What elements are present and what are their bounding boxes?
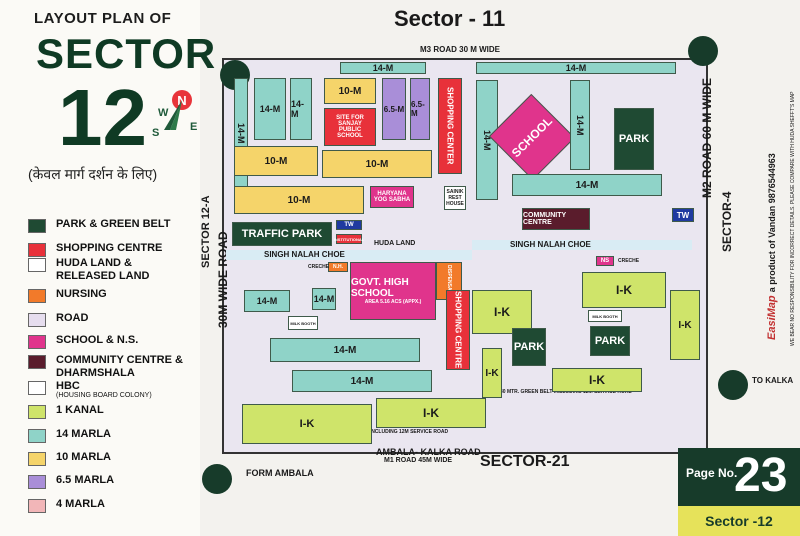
sanjay-school-site: SITE FOR SANJAY PUBLIC SCHOOL	[324, 108, 376, 146]
subtitle: (केवल मार्ग दर्शन के लिए)	[28, 166, 158, 182]
sector-top-label: Sector - 11	[394, 6, 506, 31]
sector-left-label: SECTOR 12-A	[200, 195, 212, 268]
page-sector: Sector -12	[678, 506, 800, 536]
svg-text:E: E	[190, 121, 197, 133]
community-centre: COMMUNITY CENTRE	[522, 208, 590, 230]
roundabout-ne	[688, 36, 718, 66]
shopping-center: SHOPPING CENTER	[438, 78, 462, 174]
block-14m: 14-M	[340, 62, 426, 74]
nursing-home: N.H.	[328, 262, 348, 272]
block-14m: 14-M	[570, 80, 590, 170]
block-14m: 14-M	[270, 338, 420, 362]
roundabout-sw	[202, 464, 232, 494]
choe-label-2: SINGH NALAH CHOE	[510, 240, 591, 249]
green-belt-label-1: 30 MTR. GREEN BELT INCLUDING 12M SERVICE…	[316, 429, 449, 435]
svg-text:N: N	[177, 93, 186, 108]
block-1k: I-K	[670, 290, 700, 360]
green-belt-label-2: 30 MTR. GREEN BELT INCLUDING 12M SERVICE…	[500, 389, 633, 395]
creche-label: CRECHE	[308, 264, 330, 270]
block-1k: I-K	[482, 348, 502, 398]
block-14m: 14-M	[292, 370, 432, 392]
park-block-1: PARK	[614, 108, 654, 170]
block-1k: I-K	[582, 272, 666, 308]
block-10m: 10-M	[234, 186, 364, 214]
tw-block-2: TW	[336, 220, 362, 230]
block-10m: 10-M	[324, 78, 376, 104]
sector-bottom-label: SECTOR-21	[480, 453, 570, 470]
choe-channel-2	[472, 240, 692, 250]
choe-channel-1	[226, 250, 472, 260]
title-line2: SECTOR	[36, 30, 217, 77]
road-bottom-sub: M1 ROAD 45M WIDE	[384, 457, 453, 464]
huda-land-label: HUDA LAND	[374, 240, 416, 247]
block-1k: I-K	[242, 404, 372, 444]
block-6-5m: 6.5-M	[410, 78, 430, 140]
form-ambala-label: FORM AMBALA	[246, 468, 314, 478]
block-14m: 14-M	[476, 62, 676, 74]
park-block-2: PARK	[512, 328, 546, 366]
block-6-5m: 6.5-M	[382, 78, 406, 140]
choe-label-1: SINGH NALAH CHOE	[264, 250, 345, 259]
publisher-note: WE BEAR NO RESPONSIBILITY FOR INCORRECT …	[790, 91, 796, 346]
road-top-label: M3 ROAD 30 M WIDE	[420, 45, 501, 54]
haryana-yog-sabha: HARYANA YOG SABHA	[370, 186, 414, 208]
road-right-label: M2 ROAD 60 M WIDE	[700, 77, 714, 198]
block-10m: 10-M	[234, 146, 318, 176]
block-14m: 14-M	[254, 78, 286, 140]
page-label: Page No.	[686, 466, 738, 480]
road-left-label: 30M WIDE ROAD	[216, 231, 230, 328]
title-line1: LAYOUT PLAN OF	[34, 10, 172, 27]
sector-right-label: SECTOR-4	[720, 191, 734, 252]
block-14m: 14-M	[312, 288, 336, 310]
svg-text:S: S	[152, 127, 159, 139]
compass-icon: N W S E	[152, 90, 197, 139]
traffic-park: TRAFFIC PARK	[232, 222, 332, 246]
block-14m: 14-M	[244, 290, 290, 312]
block-1k: I-K	[552, 368, 642, 392]
title-number: 12	[58, 73, 147, 162]
creche-label-2: CRECHE	[618, 258, 640, 264]
roundabout-e	[718, 370, 748, 400]
block-10m: 10-M	[322, 150, 432, 178]
shopping-centre: SHOPPING CENTRE	[446, 290, 470, 370]
block-1k: I-K	[472, 290, 532, 334]
milk-booth: MILK BOOTH	[288, 316, 318, 330]
road-bottom-label: AMBALA- KALKA ROAD	[376, 447, 481, 457]
legend-panel: LAYOUT PLAN OF SECTOR 12 N W S E (केवल म…	[0, 0, 215, 536]
sector-map: Sector - 11 M3 ROAD 30 M WIDE M2 ROAD 60…	[200, 0, 800, 536]
block-14m: 14-M	[512, 174, 662, 196]
publisher-brand: EasiMap a product of Vandan 9876544963	[766, 153, 778, 340]
milk-booth-2: MILK BOOTH	[588, 310, 622, 322]
park-block-3: PARK	[590, 326, 630, 356]
ns-block: NS	[596, 256, 614, 266]
page-number: 23	[734, 449, 788, 502]
block-1k: I-K	[376, 398, 486, 428]
block-14m: 14-M	[290, 78, 312, 140]
tw-block: TW	[672, 208, 694, 222]
to-kalka-label: TO KALKA	[752, 376, 794, 385]
page-number-badge: Page No. 23 Sector -12	[678, 448, 800, 536]
sainik-rest-house: SAINIK REST HOUSE	[444, 186, 466, 210]
svg-text:W: W	[158, 107, 169, 119]
institutional-block: INSTITUTIONAL	[334, 234, 364, 244]
